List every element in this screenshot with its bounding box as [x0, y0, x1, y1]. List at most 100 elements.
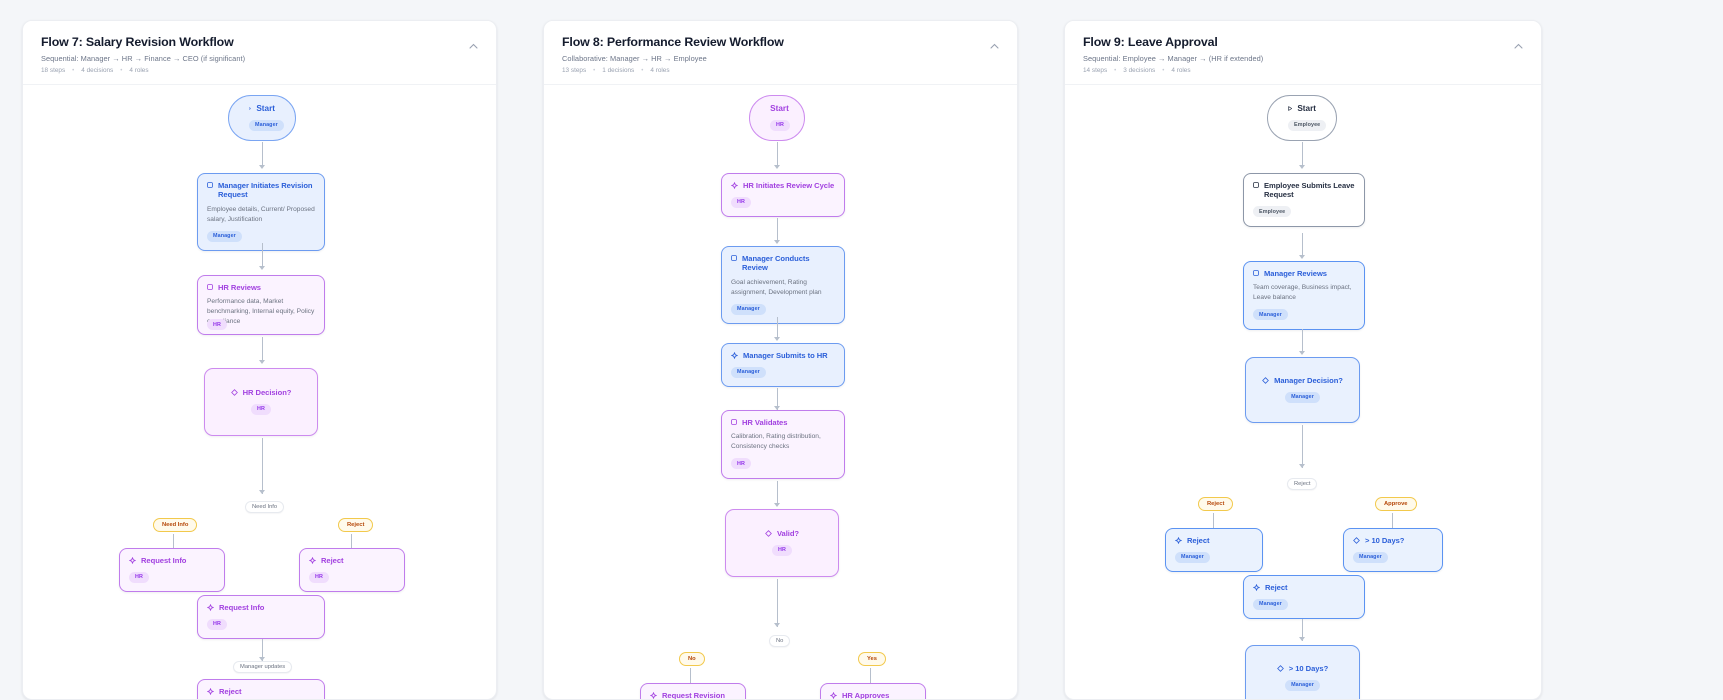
action-icon [830, 691, 837, 699]
edge-label: No [769, 635, 791, 647]
flow-8-subtitle: Collaborative: Manager → HR → Employee [562, 54, 707, 63]
role-badge: Manager [1175, 551, 1210, 563]
node-manager-conducts-review[interactable]: Manager Conducts Review Goal achievement… [721, 246, 845, 325]
branch-pill-need-info[interactable]: Need Info [153, 518, 198, 532]
node-hr-validates[interactable]: HR Validates Calibration, Rating distrib… [721, 410, 845, 479]
flow-card-9: Flow 9: Leave Approval Sequential: Emplo… [1064, 20, 1542, 700]
edge-line [690, 668, 691, 690]
node-title-text: HR Reviews [218, 283, 261, 292]
node-description: Goal achievement, Rating assignment, Dev… [731, 278, 822, 296]
node-request-info[interactable]: Request Info HR [119, 548, 225, 593]
node-title-text: Request Info [219, 603, 265, 612]
edge-line [1302, 233, 1303, 257]
node-title-text: > 10 Days? [1288, 664, 1329, 674]
node-title-text: Valid? [776, 529, 800, 539]
edge-line [262, 639, 263, 661]
arrow-head [774, 165, 780, 169]
action-icon [1253, 583, 1260, 591]
edge-line [777, 481, 778, 505]
node-hr-initiates-review-cycle[interactable]: HR Initiates Review Cycle HR [721, 173, 845, 218]
branch-pill-no[interactable]: No [679, 652, 705, 666]
edge-line [777, 388, 778, 410]
node-hr-reviews[interactable]: HR Reviews Performance data, Market benc… [197, 275, 325, 335]
node-title-text: Request Info [141, 556, 187, 565]
node-title-text: > 10 Days? [1365, 536, 1405, 545]
start-label-row: Start [249, 104, 275, 113]
flow-8-metrics: 13 steps • 1 decisions • 4 roles [562, 67, 999, 74]
node-more-than-10-days-decision[interactable]: > 10 Days? Manager [1343, 528, 1443, 573]
flow-9-canvas[interactable]: Start Employee Employee Submits Leave Re… [1065, 85, 1541, 699]
page-title: Flow 7: Salary Revision Workflow [41, 35, 234, 49]
node-manager-decision[interactable]: Manager Decision? Manager [1245, 357, 1360, 423]
node-title-row: Reject [1253, 583, 1355, 592]
node-start[interactable]: Start Manager [228, 95, 296, 141]
node-title-row: Reject [1175, 536, 1253, 545]
node-description: Employee details, Current/ Proposed sala… [207, 205, 315, 223]
arrow-head [1299, 464, 1305, 468]
action-icon [309, 556, 316, 564]
action-icon [207, 603, 214, 611]
chevron-up-icon[interactable] [1511, 39, 1525, 53]
action-icon [129, 556, 136, 564]
role-badge: HR [731, 458, 751, 470]
branch-pill-approve[interactable]: Approve [1375, 497, 1417, 511]
node-manager-reviews[interactable]: Manager Reviews Team coverage, Business … [1243, 261, 1365, 330]
arrow-head [1299, 165, 1305, 169]
role-badge: HR [309, 571, 329, 583]
node-title-row: HR Approves Reviews [830, 691, 916, 699]
branch-pill-reject[interactable]: Reject [1198, 497, 1234, 511]
edge-line [777, 218, 778, 242]
branch-pill-yes[interactable]: Yes [858, 652, 886, 666]
edge-line [1302, 142, 1303, 167]
arrow-head [774, 503, 780, 507]
node-title-text: Reject [321, 556, 344, 565]
node-more-than-10-days-decision-2[interactable]: > 10 Days? Manager [1245, 645, 1360, 699]
node-description: Calibration, Rating distribution, Consis… [731, 433, 821, 451]
edge-label: Reject [1287, 478, 1318, 490]
node-manager-submits-to-hr[interactable]: Manager Submits to HR Manager [721, 343, 845, 388]
node-title-row: Reject [309, 556, 395, 565]
node-hr-decision[interactable]: HR Decision? HR [204, 368, 318, 436]
chevron-up-icon[interactable] [987, 39, 1001, 53]
decision-icon [230, 388, 238, 396]
flow-8-header: Flow 8: Performance Review Workflow Coll… [544, 21, 1017, 85]
node-employee-submits-leave-request[interactable]: Employee Submits Leave Request Employee [1243, 173, 1365, 227]
chevron-up-icon[interactable] [466, 39, 480, 53]
node-title-row: HR Initiates Review Cycle [731, 181, 835, 190]
node-request-info-2[interactable]: Request Info HR [197, 595, 325, 640]
node-manager-initiates-revision-request[interactable]: Manager Initiates Revision Request Emplo… [197, 173, 325, 252]
flow-9-title: Flow 9: Leave Approval [1083, 35, 1218, 49]
start-text: Start [256, 104, 275, 113]
node-reject[interactable]: Reject Manager [1165, 528, 1263, 573]
node-request-revision[interactable]: Request Revision HR [640, 683, 746, 699]
node-title-text: HR Initiates Review Cycle [743, 181, 835, 190]
flow-8-canvas[interactable]: Start HR HR Initiates Review Cycle HR [544, 85, 1017, 699]
flow-7-canvas[interactable]: Start Manager Manager Initiates Revision… [23, 85, 496, 699]
node-start[interactable]: Start HR [749, 95, 805, 141]
arrow-head [259, 360, 265, 364]
role-badge: Manager [1253, 598, 1288, 610]
flow-7-header: Flow 7: Salary Revision Workflow Sequent… [23, 21, 496, 85]
node-title-text: Manager Conducts Review [742, 254, 810, 273]
start-text: Start [1297, 104, 1316, 113]
edge-line [262, 438, 263, 494]
edge-line [777, 317, 778, 339]
node-reject-2[interactable]: Reject HR [197, 679, 325, 699]
play-icon [249, 107, 252, 110]
task-icon [207, 181, 213, 188]
node-reject[interactable]: Reject HR [299, 548, 405, 593]
branch-pill-reject[interactable]: Reject [338, 518, 374, 532]
edge-label: Manager updates [233, 661, 293, 673]
action-icon [731, 181, 738, 189]
flow-7-metrics: 18 steps • 4 decisions • 4 roles [41, 67, 478, 74]
role-badge: Manager [731, 303, 766, 315]
node-hr-approves-reviews[interactable]: HR Approves Reviews HR [820, 683, 926, 699]
task-icon [1253, 181, 1259, 188]
node-title-text: HR Decision? [242, 388, 292, 398]
node-description: Team coverage, Business impact, Leave ba… [1253, 284, 1352, 302]
edge-line [262, 142, 263, 167]
arrow-head [259, 266, 265, 270]
node-start[interactable]: Start Employee [1267, 95, 1337, 141]
node-valid-decision[interactable]: Valid? HR [725, 509, 839, 577]
node-reject-2[interactable]: Reject Manager [1243, 575, 1365, 620]
